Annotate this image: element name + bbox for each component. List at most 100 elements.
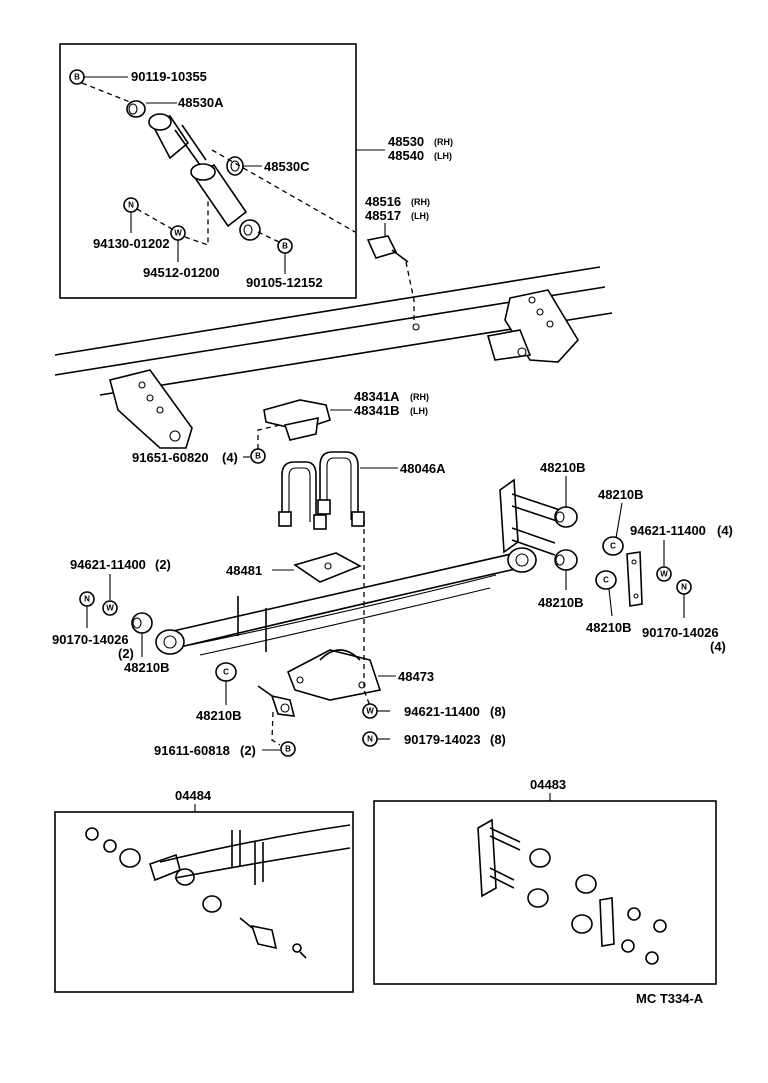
collar-icon	[595, 570, 617, 590]
frame-rail	[54, 266, 613, 449]
washer-icon	[102, 600, 118, 616]
washer-glyph: W	[174, 229, 182, 238]
qty-label: (2)	[118, 646, 134, 661]
kit-label: 04483	[530, 777, 566, 792]
part-48530-48540[interactable]: 48530 (RH) 48540 (LH)	[356, 134, 453, 163]
rh-label: (RH)	[410, 392, 429, 402]
part-94621-11400-x2[interactable]: 94621-11400 (2) W	[70, 557, 171, 616]
spring-pad-icon	[293, 552, 362, 583]
assembly-dashline	[184, 200, 209, 246]
part-label: 91611-60818	[154, 743, 230, 758]
shackle-plate-icon	[626, 551, 643, 607]
part-48210B-collar-right[interactable]: 48210B C	[598, 487, 644, 556]
kit-frame	[54, 811, 354, 993]
part-90179-14023-x8[interactable]: N 90179-14023 (8)	[362, 731, 506, 747]
collar-icon	[602, 536, 624, 556]
part-48210B-left[interactable]: 48210B	[124, 612, 170, 675]
part-48473[interactable]: 48473	[286, 649, 434, 701]
nut-glyph: N	[84, 595, 90, 604]
qty-label: (2)	[240, 743, 256, 758]
part-label: 90170-14026	[52, 632, 129, 647]
qty-label: (2)	[155, 557, 171, 572]
part-91611-60818[interactable]: 91611-60818 (2) B	[154, 741, 296, 758]
part-48481[interactable]: 48481	[226, 552, 362, 583]
leader-line	[608, 588, 613, 617]
part-94621-11400-x8[interactable]: W 94621-11400 (8)	[362, 703, 506, 719]
bushing-icon	[554, 549, 578, 571]
lh-label: (LH)	[434, 151, 452, 161]
qty-label: (8)	[490, 732, 506, 747]
thread-icon	[351, 511, 365, 527]
part-48530A[interactable]: 48530A	[126, 95, 224, 118]
part-48210B-lower[interactable]: 48210B	[538, 549, 584, 610]
part-label: 48210B	[196, 708, 242, 723]
part-48210B-front[interactable]: C 48210B	[196, 662, 242, 723]
assembly-dashline	[257, 424, 281, 449]
bushing-hole	[128, 103, 138, 115]
kit-label: 04484	[175, 788, 212, 803]
u-bolt-icon	[281, 461, 317, 522]
part-91651-60820[interactable]: 91651-60820 (4) B	[132, 448, 266, 465]
washer-glyph: W	[366, 707, 374, 716]
plate-hole	[631, 559, 637, 565]
part-48210B-upper[interactable]: 48210B	[540, 460, 586, 528]
qty-label: (8)	[490, 704, 506, 719]
part-48046A[interactable]: 48046A	[278, 451, 446, 530]
lh-label: (LH)	[410, 406, 428, 416]
part-48210B-collar-low[interactable]: C 48210B	[586, 570, 632, 635]
kit-04483[interactable]: 04483	[373, 777, 717, 985]
part-label: 94130-01202	[93, 236, 170, 251]
qty-label: (4)	[222, 450, 238, 465]
spring-seat-icon	[286, 649, 382, 701]
part-label: 90170-14026	[642, 625, 719, 640]
shackle-bolt-icon	[257, 685, 296, 717]
part-label: 48481	[226, 563, 262, 578]
bolt-glyph: B	[255, 452, 261, 461]
part-90105-12152[interactable]: B 90105-12152	[246, 238, 323, 290]
lh-label: (LH)	[411, 211, 429, 221]
assembly-dashline	[271, 711, 281, 746]
qty-label: (4)	[710, 639, 726, 654]
part-90170-14026-x4[interactable]: N 90170-14026 (4)	[642, 579, 726, 654]
thread-icon	[278, 511, 292, 527]
bushing-icon	[126, 100, 146, 118]
part-label: 48210B	[598, 487, 644, 502]
bushing-icon	[131, 612, 153, 634]
part-94130-01202[interactable]: N 94130-01202	[93, 197, 170, 251]
part-label: 48341A	[354, 389, 400, 404]
part-48530C[interactable]: 48530C	[226, 156, 310, 176]
u-bolt-inner-2	[326, 457, 352, 520]
part-label: 48530	[388, 134, 424, 149]
nut-glyph: N	[681, 583, 687, 592]
bolt-glyph: B	[282, 242, 288, 251]
part-label-2: 48540	[388, 148, 424, 163]
kit-frame	[373, 800, 717, 985]
thread-icon	[317, 499, 331, 515]
bushing-icon	[554, 506, 578, 528]
assembly-dashline	[363, 520, 371, 707]
bumper-icon	[283, 416, 319, 441]
part-label: 48210B	[124, 660, 170, 675]
assembly-dashline	[136, 208, 173, 230]
u-bolt-icon-2	[319, 451, 359, 520]
rh-label: (RH)	[434, 137, 453, 147]
part-48341A-48341B[interactable]: 48341A (RH) 48341B (LH)	[263, 389, 429, 441]
part-label: 91651-60820	[132, 450, 209, 465]
shock-absorber-inset	[59, 43, 357, 299]
leader-line	[615, 502, 623, 539]
part-label: 48210B	[538, 595, 584, 610]
part-90170-14026-x2[interactable]: N 90170-14026 (2)	[52, 591, 134, 661]
part-94621-11400-x4[interactable]: 94621-11400 (4) W	[630, 523, 733, 582]
kit-04484[interactable]: 04484	[54, 788, 354, 993]
part-90119-10355[interactable]: B 90119-10355	[69, 69, 207, 85]
rh-label: (RH)	[411, 197, 430, 207]
part-label-2: 48517	[365, 208, 401, 223]
part-label: 94512-01200	[143, 265, 220, 280]
rear-shackle-icon	[499, 478, 561, 556]
leaf-spring-icon	[155, 547, 537, 656]
part-94512-01200[interactable]: W 94512-01200	[143, 225, 220, 280]
part-label: 90179-14023	[404, 732, 481, 747]
part-label: 94621-11400	[70, 557, 146, 572]
part-48516-48517[interactable]: 48516 (RH) 48517 (LH)	[365, 194, 430, 263]
